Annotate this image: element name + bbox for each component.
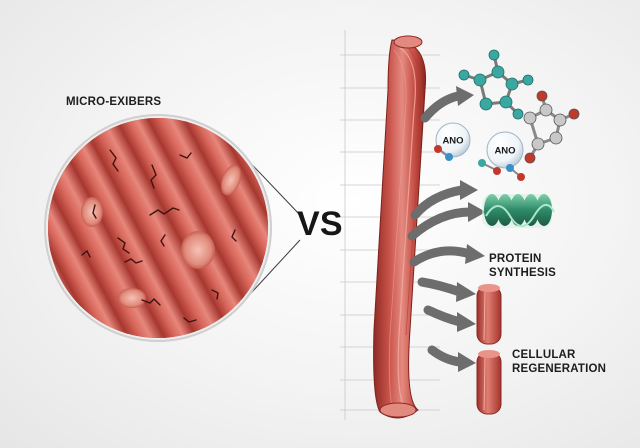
protein-label-line1: PROTEIN — [489, 253, 542, 265]
ano-bubble: ANO — [434, 122, 471, 161]
ano-label: ANO — [442, 136, 463, 147]
vs-label: VS — [297, 205, 343, 243]
ano-bubble: ANO — [478, 131, 525, 181]
protein-helix-icon — [482, 194, 555, 228]
arrow-heads — [456, 86, 486, 372]
ano-label: ANO — [494, 146, 515, 157]
regenerated-fiber-segment — [476, 350, 502, 415]
cellular-label-line2: REGENERATION — [512, 363, 607, 375]
molecule-icon — [523, 90, 580, 164]
molecule-icon — [458, 49, 534, 120]
large-muscle-fiber — [373, 35, 427, 419]
cellular-label-line1: CELLULAR — [512, 349, 576, 361]
regenerated-fiber-segment — [476, 284, 502, 345]
cellular-regeneration-label: CELLULAR REGENERATION — [512, 348, 606, 376]
protein-synthesis-label: PROTEIN SYNTHESIS — [489, 252, 556, 280]
micro-fibers-label: MICRO-EXIBERS — [66, 96, 162, 108]
protein-label-line2: SYNTHESIS — [489, 267, 556, 279]
